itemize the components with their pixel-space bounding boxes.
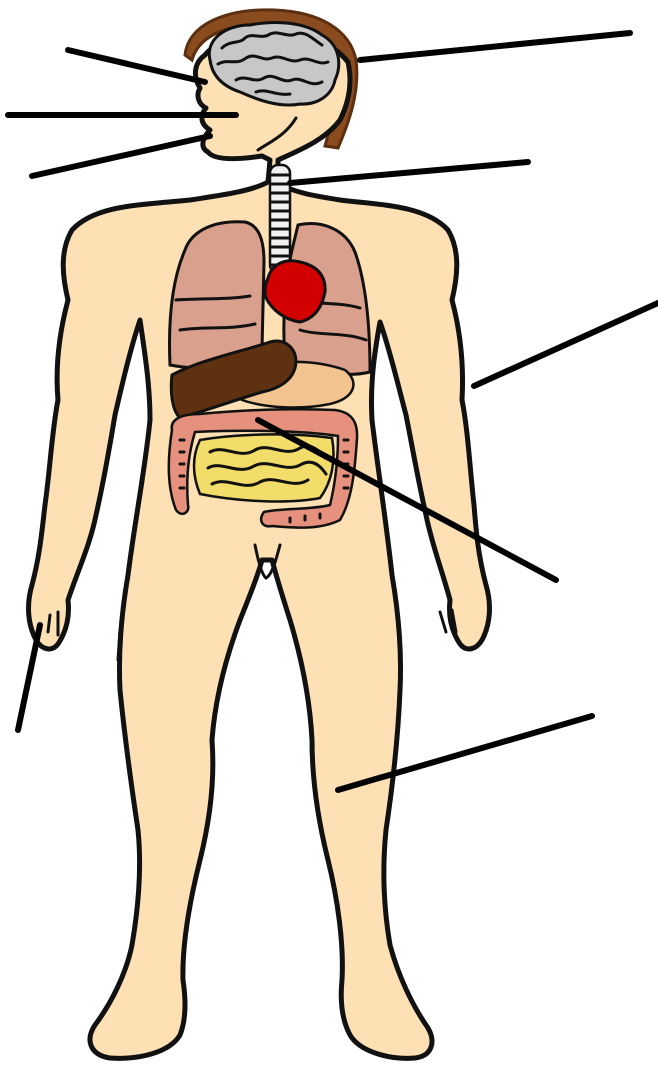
human-body-icon (29, 10, 490, 1058)
leader-line-hand (18, 625, 40, 730)
leader-line-arm (474, 303, 658, 386)
leader-line-neck (290, 162, 528, 183)
leader-line-mouth (32, 136, 210, 176)
trachea-icon (270, 165, 290, 273)
small-intestine-icon (194, 434, 334, 501)
leader-line-hair (360, 33, 630, 60)
